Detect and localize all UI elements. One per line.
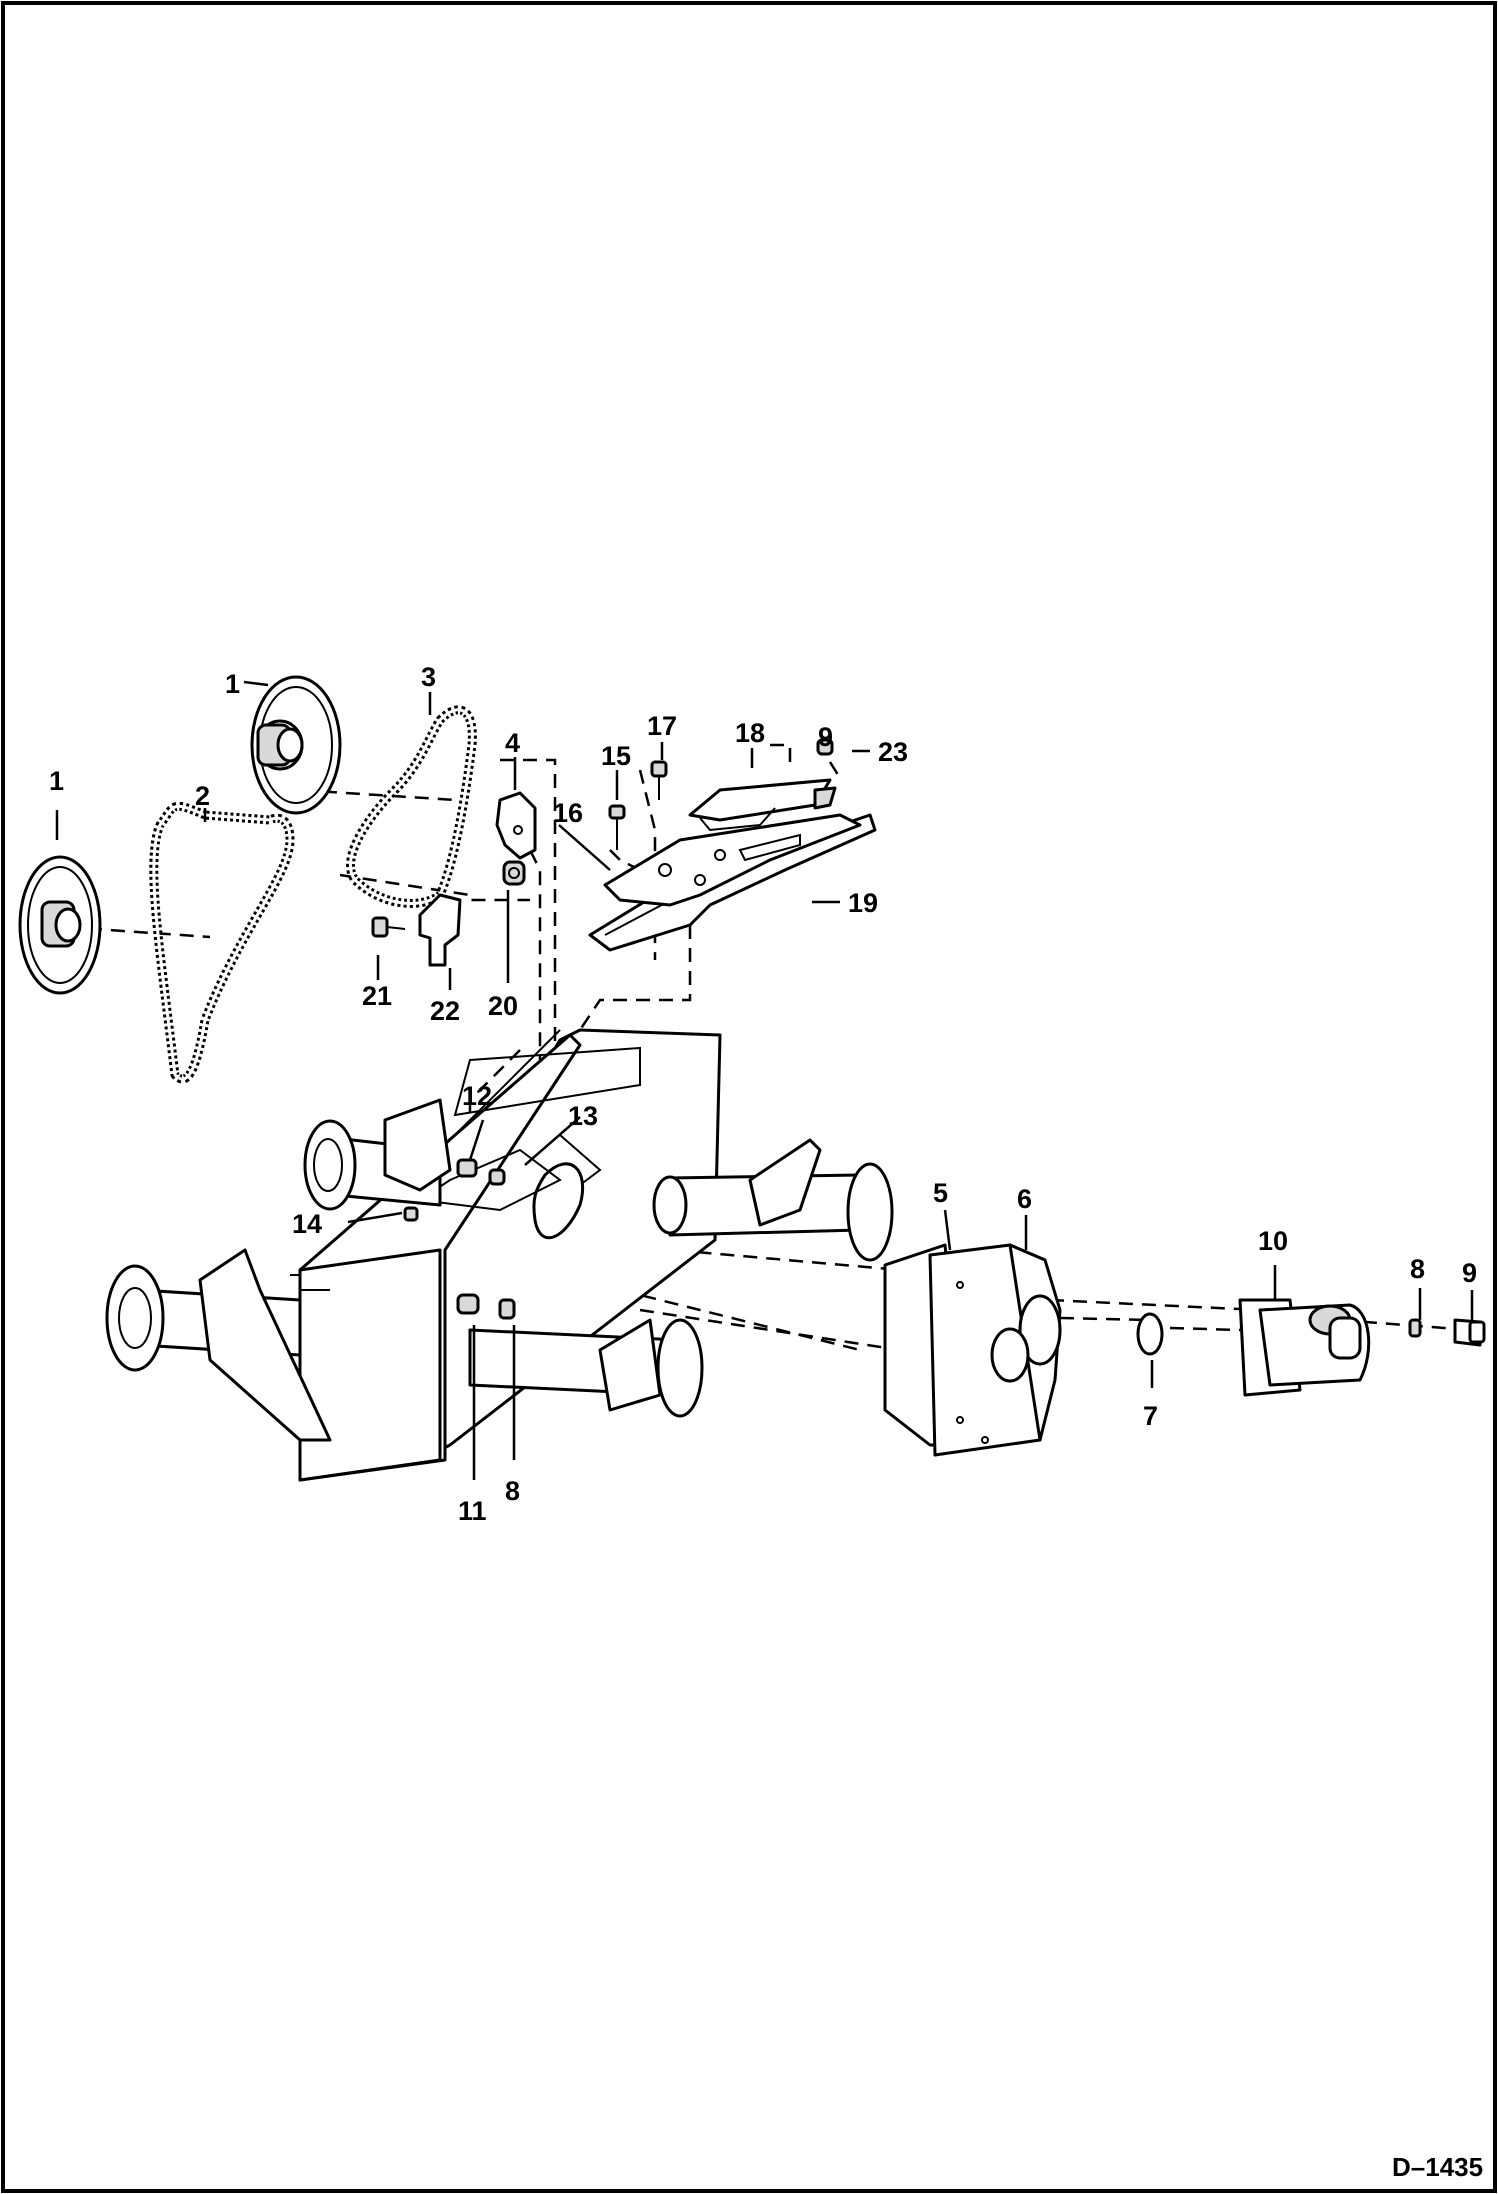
axle-lower-left — [105, 1248, 332, 1442]
callout-10: 10 — [1258, 1226, 1288, 1256]
callout-14: 14 — [292, 1209, 322, 1239]
bracket-4 — [495, 791, 537, 860]
plate-18 — [688, 778, 837, 832]
callout-19: 19 — [848, 888, 878, 918]
axle-upper-left — [303, 1098, 452, 1211]
figure-id: D–1435 — [1392, 2152, 1483, 2182]
sprocket-1-lower — [18, 855, 102, 995]
bolt-15 — [608, 804, 626, 850]
o-ring-7 — [1136, 1312, 1164, 1356]
callout-4: 4 — [505, 728, 520, 758]
callout-22: 22 — [430, 996, 460, 1026]
callout-8-right: 8 — [1410, 1254, 1425, 1284]
callout-16: 16 — [553, 798, 583, 828]
plug-11 — [456, 1293, 480, 1315]
plug-13 — [488, 1168, 506, 1186]
callout-9-right: 9 — [1462, 1258, 1477, 1288]
bolt-9 — [1453, 1318, 1486, 1347]
chain-2 — [149, 801, 295, 1084]
callout-21: 21 — [362, 981, 392, 1011]
cover-12 — [456, 1158, 478, 1178]
callout-18: 18 — [735, 718, 765, 748]
callout-1-upper: 1 — [225, 669, 240, 699]
callout-23: 23 — [878, 737, 908, 767]
cover-plate-16 — [603, 813, 862, 907]
screw-17 — [650, 760, 668, 800]
callout-9-top: 9 — [818, 722, 833, 752]
sprocket-1-upper — [250, 675, 342, 815]
callout-11: 11 — [458, 1496, 487, 1526]
callout-3: 3 — [421, 662, 436, 692]
axle-lower-right — [468, 1318, 704, 1418]
callout-labels: 1 1 2 3 4 15 16 17 18 9 23 19 21 22 20 1… — [49, 662, 1477, 1526]
axle-upper-right — [652, 1138, 894, 1262]
chaincase-housing — [290, 1028, 722, 1482]
leader-lines — [55, 680, 1474, 1480]
fitting-23 — [816, 738, 834, 756]
callout-12: 12 — [462, 1081, 492, 1111]
callout-6: 6 — [1017, 1184, 1032, 1214]
fitting-14 — [403, 1206, 419, 1222]
washer-8 — [1408, 1318, 1422, 1338]
nut-20 — [502, 860, 526, 886]
callout-5: 5 — [933, 1178, 948, 1208]
callout-2: 2 — [195, 781, 210, 811]
chain-3 — [346, 705, 477, 908]
callout-1-lower: 1 — [49, 766, 64, 796]
guide-22 — [418, 893, 462, 967]
gearbox-6 — [928, 1243, 1062, 1457]
callout-17: 17 — [647, 711, 677, 741]
callout-8-lower: 8 — [505, 1476, 520, 1506]
bolt-21 — [371, 916, 406, 938]
callout-7: 7 — [1143, 1401, 1158, 1431]
callout-20: 20 — [488, 991, 518, 1021]
washer-8-lower — [498, 1298, 516, 1320]
callout-15: 15 — [601, 741, 631, 771]
hydraulic-motor-10 — [1238, 1298, 1371, 1397]
callout-13: 13 — [568, 1101, 598, 1131]
